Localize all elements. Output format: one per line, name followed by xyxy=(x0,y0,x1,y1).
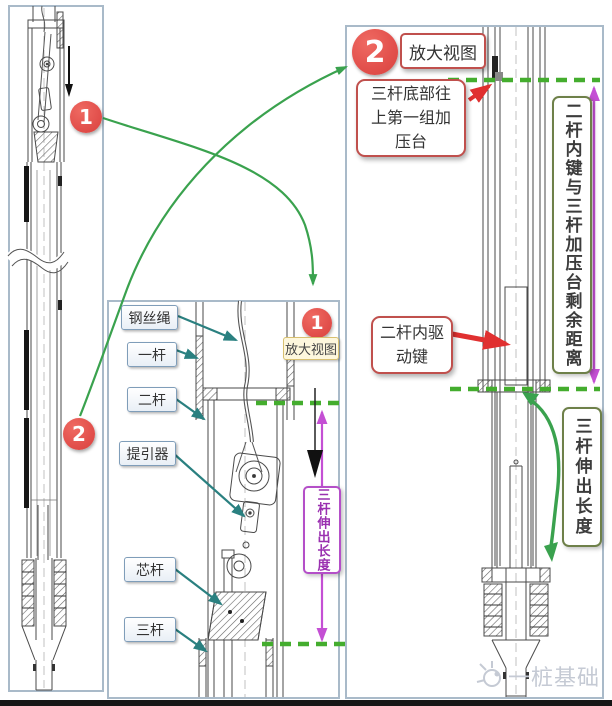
overview-drawing xyxy=(4,5,73,691)
green-leader-curves xyxy=(78,65,349,417)
panel-overview xyxy=(8,5,104,692)
brand-logo-icon xyxy=(476,661,501,687)
bottom-frame-bar xyxy=(0,700,612,706)
panel-detail-view-2 xyxy=(345,25,604,699)
view2-annotations xyxy=(448,77,600,562)
view1-drawing xyxy=(195,300,295,697)
view2-drawing xyxy=(477,27,551,697)
